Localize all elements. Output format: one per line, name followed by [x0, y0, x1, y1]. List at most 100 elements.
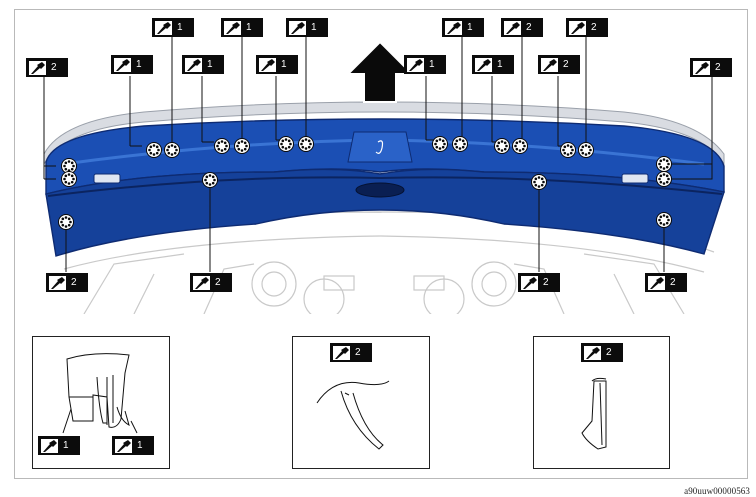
clip-marker-icon [298, 136, 314, 152]
clip-marker-icon [61, 171, 77, 187]
clip-tool-icon [569, 20, 586, 35]
clip-tool-icon [648, 275, 665, 290]
clip-marker-icon [146, 142, 162, 158]
callout-number: 2 [526, 22, 532, 33]
upper-rim [43, 101, 725, 166]
clip-tool-icon [193, 275, 210, 290]
clip-marker-icon [214, 138, 230, 154]
clip-tool-icon [49, 275, 66, 290]
callout-tag-2: 2 [581, 343, 623, 362]
callout-number: 2 [355, 347, 361, 358]
clip-type-3-drawing [581, 377, 607, 450]
callout-number: 1 [467, 22, 473, 33]
callout-number: 1 [311, 22, 317, 33]
callout-number: 2 [71, 277, 77, 288]
clip-tool-icon [29, 60, 46, 75]
center-latch-handle [355, 182, 405, 198]
callout-tag-2: 2 [330, 343, 372, 362]
right-slot [621, 173, 649, 184]
image-reference-code: a90uuw00000563 [684, 486, 750, 496]
clip-marker-icon [494, 138, 510, 154]
callout-number: 1 [177, 22, 183, 33]
callout-number: 1 [207, 59, 213, 70]
callout-tag-1: 1 [404, 55, 446, 74]
callout-number: 2 [715, 62, 721, 73]
callout-number: 1 [136, 59, 142, 70]
clip-tool-icon [114, 57, 131, 72]
callout-tag-1: 1 [472, 55, 514, 74]
clip-marker-icon [61, 158, 77, 174]
callout-number: 1 [137, 440, 143, 451]
callout-tag-1: 2 [501, 18, 543, 37]
callout-number: 1 [281, 59, 287, 70]
callout-tag-1: 1 [111, 55, 153, 74]
clip-marker-icon [164, 142, 180, 158]
clip-tool-icon [693, 60, 710, 75]
clip-type-1-drawing [62, 353, 138, 434]
callout-tag-2: 2 [26, 58, 68, 77]
callout-tag-1: 1 [152, 18, 194, 37]
callout-number: 2 [606, 347, 612, 358]
clip-tool-icon [185, 57, 202, 72]
callout-number: 2 [563, 59, 569, 70]
clip-marker-icon [432, 136, 448, 152]
center-latch [347, 131, 413, 163]
callout-number: 2 [215, 277, 221, 288]
clip-marker-icon [278, 136, 294, 152]
clip-tool-icon [289, 20, 306, 35]
clip-tool-icon [115, 438, 132, 453]
clip-marker-icon [656, 156, 672, 172]
clip-marker-icon [58, 214, 74, 230]
clip-tool-icon [541, 57, 558, 72]
clip-type-2-drawing [316, 380, 390, 450]
callout-tag-1: 1 [286, 18, 328, 37]
left-slot [93, 173, 121, 184]
callout-tag-2: 2 [518, 273, 560, 292]
clip-tool-icon [445, 20, 462, 35]
clip-marker-icon [452, 136, 468, 152]
clip-marker-icon [560, 142, 576, 158]
clip-markers [58, 136, 672, 230]
clip-tool-icon [333, 345, 350, 360]
detail-inset-clip-type-2 [292, 336, 430, 469]
callout-number: 1 [497, 59, 503, 70]
clip-tool-icon [259, 57, 276, 72]
clip-tool-icon [504, 20, 521, 35]
clip-marker-icon [531, 174, 547, 190]
callout-tag-2: 2 [645, 273, 687, 292]
callout-number: 2 [670, 277, 676, 288]
center-hook [375, 140, 384, 154]
callout-tag-1: 1 [256, 55, 298, 74]
clip-marker-icon [234, 138, 250, 154]
blue-panel-lower [45, 168, 725, 257]
clip-marker-icon [656, 171, 672, 187]
callout-number: 2 [591, 22, 597, 33]
callout-tag-2: 2 [46, 273, 88, 292]
clip-tool-icon [407, 57, 424, 72]
panel-illustration [43, 32, 725, 314]
up-arrow-icon [345, 40, 415, 103]
callout-tag-1: 1 [38, 436, 80, 455]
callout-number: 1 [429, 59, 435, 70]
clip-marker-icon [656, 212, 672, 228]
callout-number: 2 [51, 62, 57, 73]
callout-tag-1: 1 [112, 436, 154, 455]
callout-number: 1 [63, 440, 69, 451]
clip-marker-icon [578, 142, 594, 158]
callout-tag-2: 2 [190, 273, 232, 292]
panel-crease [47, 176, 723, 197]
callout-tag-1: 1 [221, 18, 263, 37]
clip-tool-icon [584, 345, 601, 360]
callout-tag-1: 2 [566, 18, 608, 37]
clip-tool-icon [475, 57, 492, 72]
clip-tool-icon [224, 20, 241, 35]
clip-tool-icon [41, 438, 58, 453]
callout-tag-2: 2 [690, 58, 732, 77]
callout-tag-1: 1 [442, 18, 484, 37]
callout-tag-1: 2 [538, 55, 580, 74]
callout-tag-1: 1 [182, 55, 224, 74]
callout-number: 1 [246, 22, 252, 33]
clip-marker-icon [202, 172, 218, 188]
callout-number: 2 [543, 277, 549, 288]
clip-tool-icon [521, 275, 538, 290]
